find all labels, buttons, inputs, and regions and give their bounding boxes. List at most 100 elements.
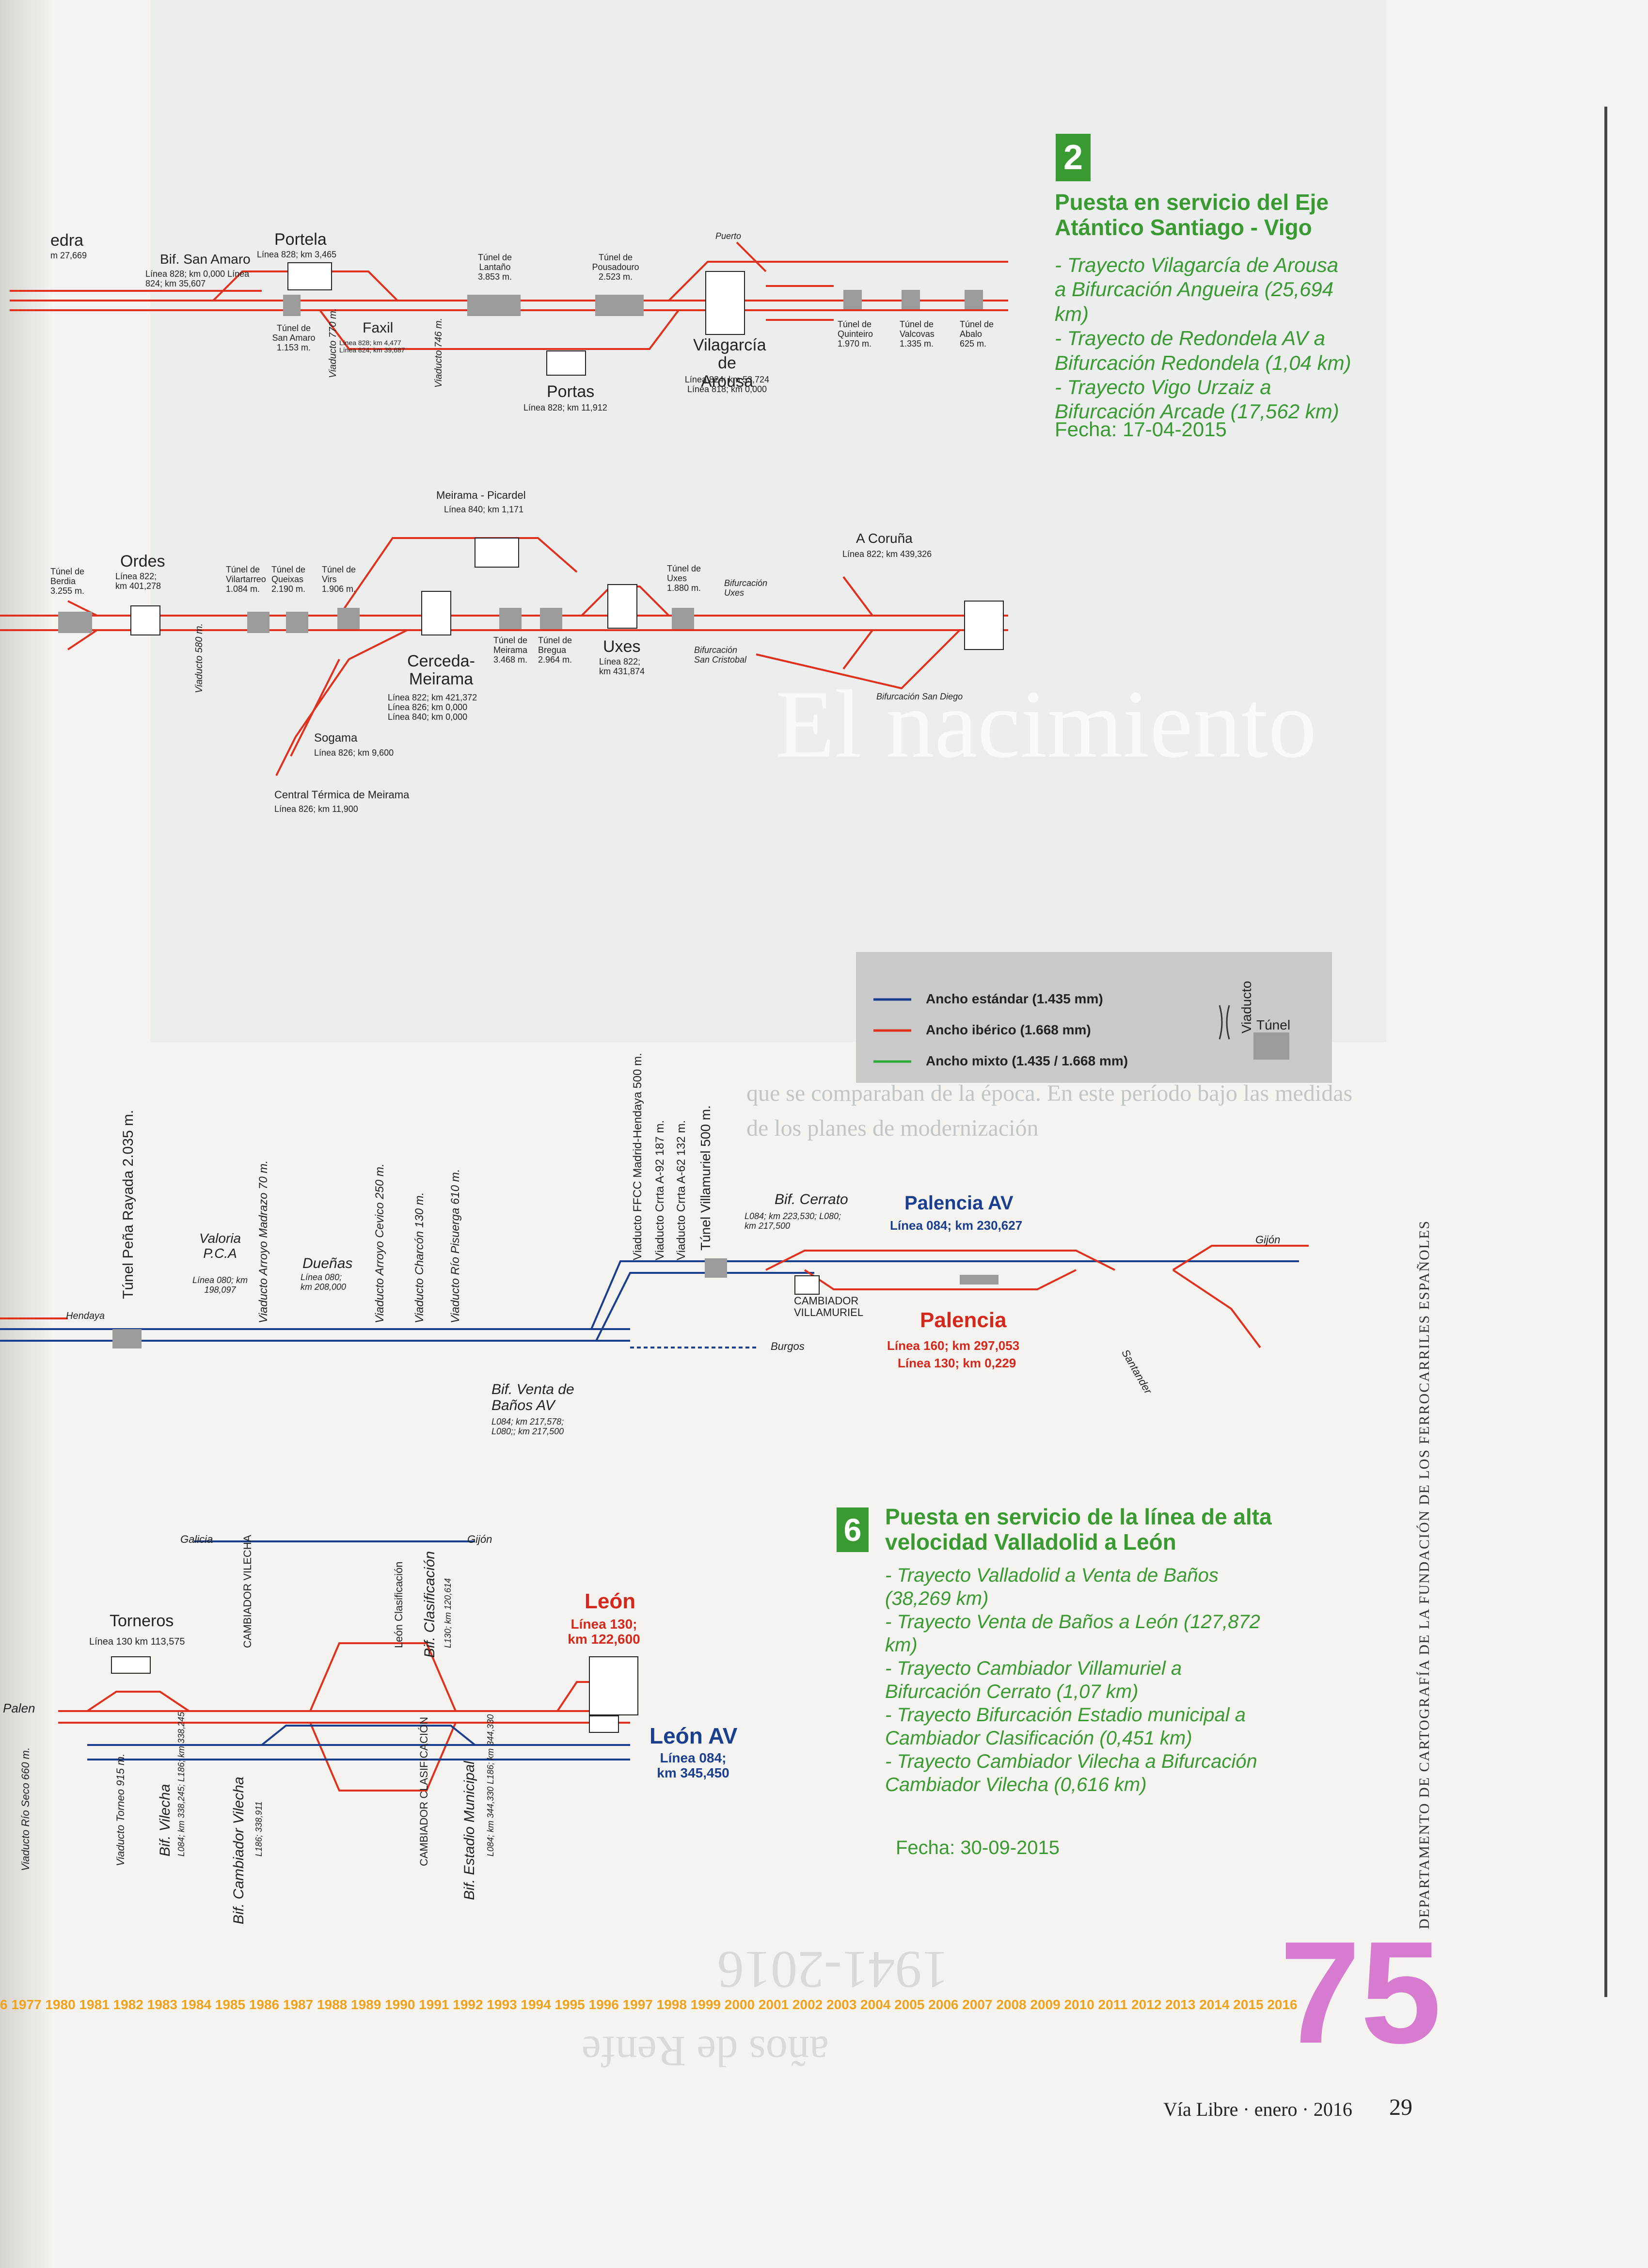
- section-2-item: - Trayecto Vigo Urzaiz a Bifurcación Arc…: [1055, 375, 1339, 423]
- leon-clasificacion: León Clasificación: [393, 1561, 405, 1648]
- tunel-abalo: Túnel de Abalo 625 m.: [960, 319, 994, 349]
- puerto: Puerto: [715, 231, 742, 241]
- legend-mixed-label: Ancho mixto (1.435 / 1.668 mm): [926, 1053, 1128, 1068]
- palencia-km1: Línea 160; km 297,053: [887, 1338, 1020, 1353]
- legend-iberian-label: Ancho ibérico (1.668 mm): [926, 1022, 1091, 1037]
- portas: Portas: [547, 382, 595, 401]
- viaducto-ffcc: Viaducto FFCC Madrid-Hendaya 500 m.: [631, 1053, 644, 1260]
- valoria: Valoria P.C.A: [199, 1231, 241, 1261]
- bif-san-amaro-km: Línea 828; km 0,000 Línea 824; km 35,607: [145, 269, 250, 288]
- bif-san-cristobal: Bifurcación San Cristobal: [694, 645, 747, 665]
- viaducto-a62: Viaducto Crrta A-62 132 m.: [675, 1120, 688, 1260]
- bif-estadio-municipal: Bif. Estadio Municipal: [461, 1761, 477, 1900]
- page-number: 29: [1389, 2094, 1412, 2120]
- palencia: Palencia: [920, 1308, 1007, 1332]
- meirama-picardel-km: Línea 840; km 1,171: [444, 505, 524, 514]
- cerceda-km: Línea 822; km 421,372 Línea 826; km 0,00…: [388, 693, 477, 722]
- uxes-km: Línea 822; km 431,874: [599, 657, 645, 676]
- tunel-queixas: Túnel de Queixas 2.190 m.: [271, 565, 306, 594]
- viaducto-madrazo: Viaducto Arroyo Madrazo 70 m.: [257, 1160, 270, 1323]
- bif-venta-banos-km: L084; km 217,578; L080;; km 217,500: [491, 1417, 564, 1436]
- a-coruna: A Coruña: [856, 531, 913, 546]
- faxil: Faxil: [363, 320, 394, 336]
- viaducto-746: Viaducto 746 m.: [433, 317, 444, 388]
- valoria-km: Línea 080; km 198,097: [192, 1275, 248, 1295]
- tunel-lantano: Túnel de Lantaño 3.853 m.: [477, 253, 512, 282]
- viaducto-rio-seco: Viaducto Río Seco 660 m.: [19, 1747, 32, 1871]
- duenas: Dueñas: [302, 1255, 353, 1271]
- anniversary-number: 75: [1280, 1911, 1442, 2074]
- bif-estadio-km: L084; km 344,330 L186; km 344,330: [486, 1714, 495, 1856]
- map1-edge-km: m 27,669: [50, 251, 87, 260]
- section-6-date: Fecha: 30-09-2015: [896, 1837, 1060, 1858]
- bif-vilecha: Bif. Vilecha: [157, 1784, 173, 1856]
- vilagarcia: Vilagarcía de Arousa: [693, 336, 766, 391]
- map4-lines-blue: [87, 1540, 630, 1760]
- duenas-km: Línea 080; km 208,000: [301, 1272, 347, 1292]
- burgos: Burgos: [771, 1340, 805, 1352]
- central-termica-km: Línea 826; km 11,900: [274, 804, 358, 814]
- palencia-av: Palencia AV: [904, 1192, 1014, 1214]
- bif-cerrato: Bif. Cerrato: [775, 1191, 848, 1207]
- section-2-item: - Trayecto Vilagarcía de Arousa a Bifurc…: [1055, 254, 1339, 325]
- section-6-item: - Trayecto Cambiador Villamuriel a Bifur…: [885, 1658, 1182, 1702]
- leon: León: [585, 1589, 636, 1613]
- vilagarcia-km: Línea 824; km 53,724 Línea 818; km 0,000: [684, 375, 770, 394]
- palencia-km2: Línea 130; km 0,229: [898, 1356, 1016, 1370]
- tunel-bregua: Túnel de Bregua 2.964 m.: [538, 635, 572, 665]
- legend-tunnel-label: Túnel: [1256, 1017, 1291, 1032]
- sogama: Sogama: [314, 731, 358, 745]
- meirama-picardel: Meirama - Picardel: [436, 489, 526, 501]
- sogama-km: Línea 826; km 9,600: [314, 748, 394, 758]
- viaducto-580: Viaducto 580 m.: [194, 623, 205, 693]
- ordes: Ordes: [120, 552, 165, 571]
- tunel-meirama: Túnel de Meirama 3.468 m.: [493, 635, 528, 665]
- portas-km: Línea 828; km 11,912: [523, 403, 607, 412]
- leon-av: León AV: [650, 1723, 738, 1748]
- viaducto-a92: Viaducto Crrta A-92 187 m.: [653, 1120, 666, 1260]
- section-2-list: - Trayecto Vilagarcía de Arousa a Bifurc…: [1055, 253, 1355, 424]
- cambiador-villamuriel: CAMBIADOR VILLAMURIEL: [794, 1295, 864, 1319]
- faxil-km: Línea 828; km 4,477 Línea 824; km 39,687: [339, 339, 405, 354]
- palencia-av-km: Línea 084; km 230,627: [890, 1218, 1023, 1233]
- section-2-number: 2: [1056, 134, 1091, 181]
- map4-stations: [111, 1656, 638, 1733]
- bif-uxes: Bifurcación Uxes: [724, 578, 768, 598]
- map2-tunnels: [58, 608, 694, 633]
- background-text: que se comparaban de la época. En este p…: [746, 1080, 1353, 1141]
- right-page-edge: [1604, 107, 1607, 1997]
- legend-box: Ancho estándar (1.435 mm) Ancho ibérico …: [856, 952, 1332, 1083]
- tunel-valcovas: Túnel de Valcovas 1.335 m.: [900, 319, 935, 349]
- bif-san-amaro: Bif. San Amaro: [160, 252, 251, 267]
- anniversary-text: años de Renfe: [582, 2027, 829, 2075]
- timeline: 6 1977 1980 1981 1982 1983 1984 1985 198…: [0, 1997, 1298, 2012]
- map1-tunnels: [283, 290, 983, 316]
- cambiador-vilecha: CAMBIADOR VILECHA: [241, 1535, 254, 1649]
- bif-vilecha-km: L084; km 338,245; L186; km 338,245: [176, 1712, 186, 1856]
- background-heading: El nacimiento: [776, 671, 1317, 778]
- legend-standard-label: Ancho estándar (1.435 mm): [926, 991, 1103, 1006]
- portela-km: Línea 828; km 3,465: [257, 250, 337, 259]
- tunel-quinteiro: Túnel de Quinteiro 1.970 m.: [838, 319, 873, 349]
- palencia-edge-label: Palen: [3, 1701, 35, 1715]
- section-6-number: 6: [837, 1507, 869, 1552]
- torneros-km: Línea 130 km 113,575: [89, 1636, 185, 1647]
- footer-text: Vía Libre · enero · 2016: [1163, 2098, 1352, 2120]
- section-2-date: Fecha: 17-04-2015: [1055, 418, 1227, 441]
- section-6-item: - Trayecto Venta de Baños a León (127,87…: [885, 1611, 1260, 1656]
- bif-cerrato-km: L084; km 223,530; L080; km 217,500: [745, 1211, 841, 1231]
- map2-stations: [130, 538, 1004, 650]
- ordes-km: Línea 822; km 401,278: [115, 571, 161, 591]
- viaducto-770: Viaducto 770 m.: [328, 308, 338, 378]
- viaducto-cevico: Viaducto Arroyo Cevico 250 m.: [373, 1163, 386, 1324]
- tunel-pousadouro: Túnel de Pousadouro 2.523 m.: [592, 253, 639, 282]
- section-2-item: - Trayecto de Redondela AV a Bifurcación…: [1055, 327, 1351, 374]
- leon-av-km: Línea 084; km 345,450: [657, 1750, 729, 1780]
- gijon-label: Gijón: [1255, 1234, 1281, 1246]
- cambiador-clasificacion: CAMBIADOR CLASIFICACIÓN: [418, 1716, 430, 1866]
- tunel-pena-rayada: Túnel Peña Rayada 2.035 m.: [120, 1110, 136, 1299]
- map1-edge-label: edra: [50, 231, 84, 250]
- torneros: Torneros: [110, 1612, 174, 1630]
- tunel-uxes: Túnel de Uxes 1.880 m.: [667, 564, 701, 593]
- map3-stations: [794, 1275, 820, 1295]
